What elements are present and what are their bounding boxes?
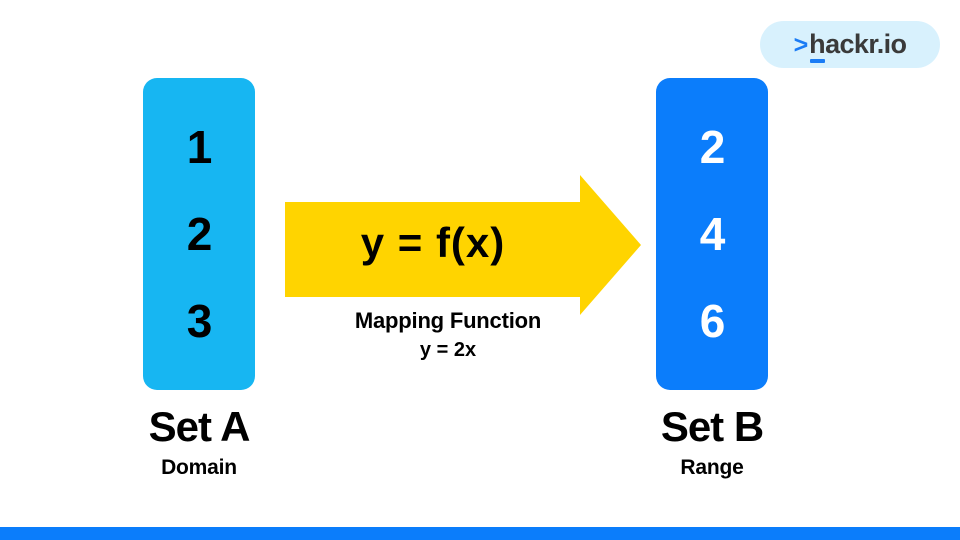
arrow-formula-label: y = f(x): [360, 219, 506, 266]
mapping-arrow: [283, 172, 643, 318]
set-b-caption: Set B Range: [592, 403, 832, 480]
arrow-right-icon: [285, 175, 641, 315]
set-b-subtitle: Range: [680, 456, 744, 480]
set-b-title: Set B: [660, 403, 764, 450]
set-b-box: 2 4 6: [656, 78, 768, 390]
set-a-box: 1 2 3: [143, 78, 255, 390]
set-a-element: 1: [186, 121, 213, 174]
set-a-element: 3: [186, 294, 213, 347]
arrow-shape: [285, 175, 641, 315]
set-a-title: Set A: [148, 403, 251, 450]
brand-wordmark: hackr.io: [809, 29, 907, 63]
hackr-io-logo-badge[interactable]: > hackr.io: [760, 21, 940, 68]
footer-accent-bar: [0, 527, 960, 540]
mapping-function-equation: y = 2x: [419, 339, 477, 362]
set-a-element: 2: [186, 207, 213, 260]
brand-underline-accent: [810, 59, 826, 63]
chevron-right-icon: >: [793, 31, 809, 59]
set-a-caption: Set A Domain: [79, 403, 319, 480]
mapping-caption: Mapping Function y = 2x: [283, 308, 613, 362]
brand-wordmark-text: hackr.io: [809, 29, 907, 59]
set-b-element: 4: [699, 207, 726, 260]
set-b-element: 2: [699, 121, 726, 174]
mapping-function-title: Mapping Function: [354, 308, 542, 333]
set-b-element: 6: [699, 294, 726, 347]
set-a-subtitle: Domain: [161, 456, 237, 480]
